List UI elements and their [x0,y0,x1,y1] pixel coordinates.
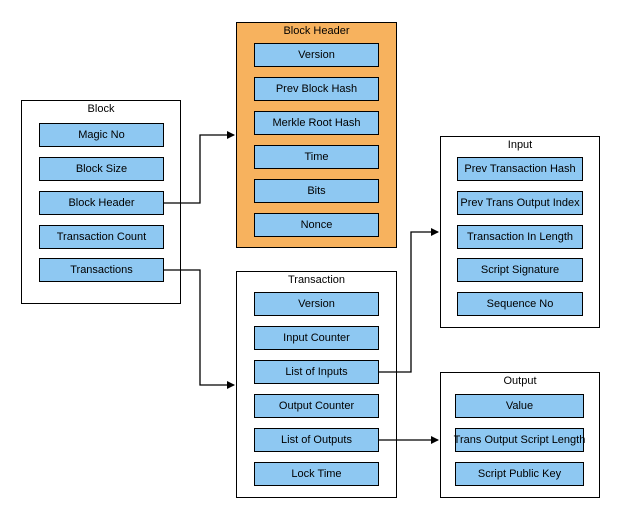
block-header-field-nonce: Nonce [254,213,379,237]
block-header-field-time: Time [254,145,379,169]
transaction-title: Transaction [287,274,346,286]
input-field-transaction-in-length: Transaction In Length [457,225,583,249]
block-header-field-prev-block-hash: Prev Block Hash [254,77,379,101]
transaction-field-list-of-outputs: List of Outputs [254,428,379,452]
output-field-trans-output-script-length: Trans Output Script Length [454,428,585,452]
block-field-magic-no: Magic No [39,123,164,147]
transaction-field-input-counter: Input Counter [254,326,379,350]
transaction-field-lock-time: Lock Time [254,462,379,486]
transaction-field-output-counter: Output Counter [254,394,379,418]
block-header-field-merkle-root-hash: Merkle Root Hash [254,111,379,135]
block-header-title: Block Header [283,25,350,37]
output-field-value: Value [455,394,584,418]
block-header-field-bits: Bits [254,179,379,203]
block-field-block-size: Block Size [39,157,164,181]
input-field-script-signature: Script Signature [457,258,583,282]
input-field-prev-trans-output-index: Prev Trans Output Index [457,191,583,215]
block-title: Block [87,103,115,115]
transaction-field-list-of-inputs: List of Inputs [254,360,379,384]
block-field-transactions: Transactions [39,258,164,282]
output-field-script-public-key: Script Public Key [455,462,584,486]
input-title: Input [507,139,533,151]
input-field-prev-transaction-hash: Prev Transaction Hash [457,157,583,181]
block-header-field-version: Version [254,43,379,67]
transaction-field-version: Version [254,292,379,316]
output-title: Output [503,375,537,387]
block-field-block-header: Block Header [39,191,164,215]
block-field-transaction-count: Transaction Count [39,225,164,249]
input-field-sequence-no: Sequence No [457,292,583,316]
